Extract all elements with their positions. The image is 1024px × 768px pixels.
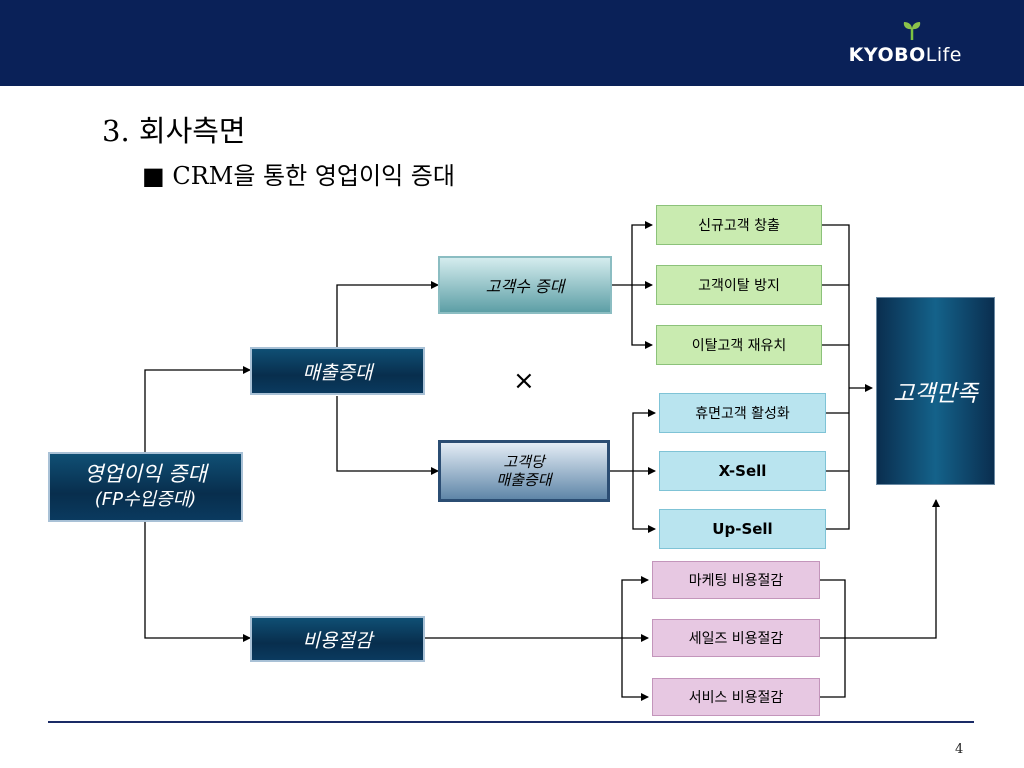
page-number: 4	[955, 742, 964, 757]
green-leaf-icon	[903, 22, 921, 41]
subtitle-text: CRM을 통한 영업이익 증대	[172, 162, 455, 190]
footer-divider	[48, 721, 974, 723]
cost-reduction-box: 비용절감	[250, 616, 425, 662]
new-customer-creation-box: 신규고객 창출	[656, 205, 822, 245]
per-customer-revenue-box: 고객당 매출증대	[438, 440, 610, 502]
sales-cost-reduction-box: 세일즈 비용절감	[652, 619, 820, 657]
square-bullet-icon: ■	[142, 162, 165, 190]
logo-kyobo: KYOBO	[848, 44, 926, 66]
operating-profit-increase-box: 영업이익 증대 (FP수입증대)	[48, 452, 243, 522]
header-bar: KYOBOLife	[0, 0, 1024, 86]
x-sell-box: X-Sell	[659, 451, 826, 491]
winback-box: 이탈고객 재유치	[656, 325, 822, 365]
churn-prevention-box: 고객이탈 방지	[656, 265, 822, 305]
per-customer-line2: 매출증대	[496, 471, 552, 489]
kyobo-life-logo: KYOBOLife	[849, 44, 962, 66]
page-subtitle: ■ CRM을 통한 영업이익 증대	[142, 156, 455, 191]
service-cost-reduction-box: 서비스 비용절감	[652, 678, 820, 716]
up-sell-box: Up-Sell	[659, 509, 826, 549]
customer-satisfaction-box: 고객만족	[876, 297, 995, 485]
logo-life: Life	[925, 44, 962, 66]
per-customer-line1: 고객당	[503, 453, 545, 471]
root-line1: 영업이익 증대	[84, 462, 207, 486]
customer-count-increase-box: 고객수 증대	[438, 256, 612, 314]
multiply-symbol: ×	[513, 366, 535, 396]
dormant-activation-box: 휴면고객 활성화	[659, 393, 826, 433]
marketing-cost-reduction-box: 마케팅 비용절감	[652, 561, 820, 599]
page-title: 3. 회사측면	[102, 114, 246, 148]
root-line2: (FP수입증대)	[94, 489, 197, 510]
revenue-increase-box: 매출증대	[250, 347, 425, 395]
